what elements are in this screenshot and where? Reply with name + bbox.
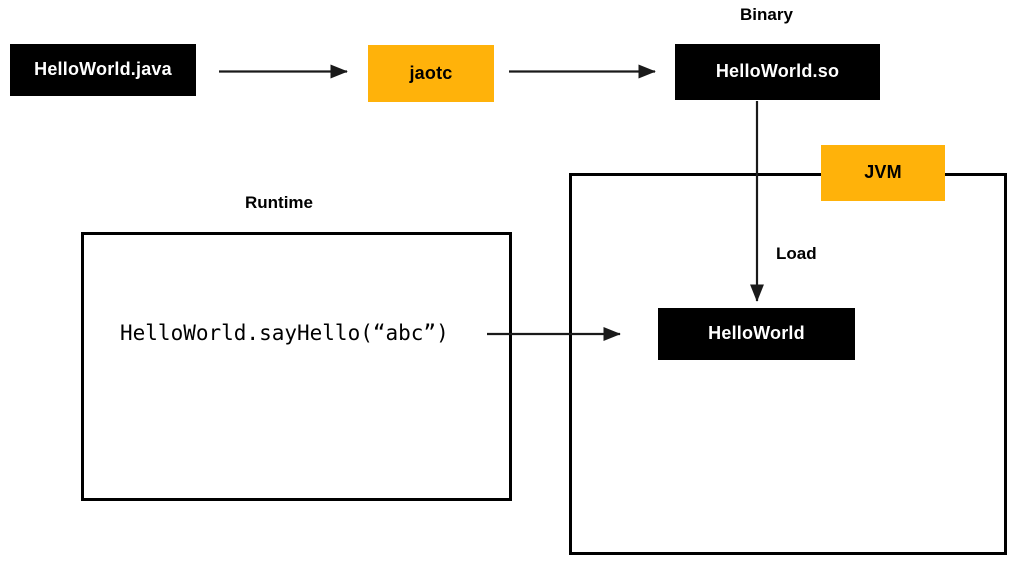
runtime-container-frame [81, 232, 512, 501]
node-loaded-class[interactable]: HelloWorld [658, 308, 855, 360]
jvm-container-frame [569, 173, 1007, 555]
group-label-binary: Binary [740, 5, 793, 24]
node-source-file[interactable]: HelloWorld.java [10, 44, 196, 96]
node-jvm[interactable]: JVM [821, 145, 945, 201]
runtime-call-expression: HelloWorld.sayHello(“abc”) [120, 321, 449, 345]
group-label-runtime: Runtime [245, 193, 313, 212]
node-shared-object[interactable]: HelloWorld.so [675, 44, 880, 100]
edge-label-load: Load [776, 244, 817, 263]
node-compiler-jaotc[interactable]: jaotc [368, 45, 494, 102]
